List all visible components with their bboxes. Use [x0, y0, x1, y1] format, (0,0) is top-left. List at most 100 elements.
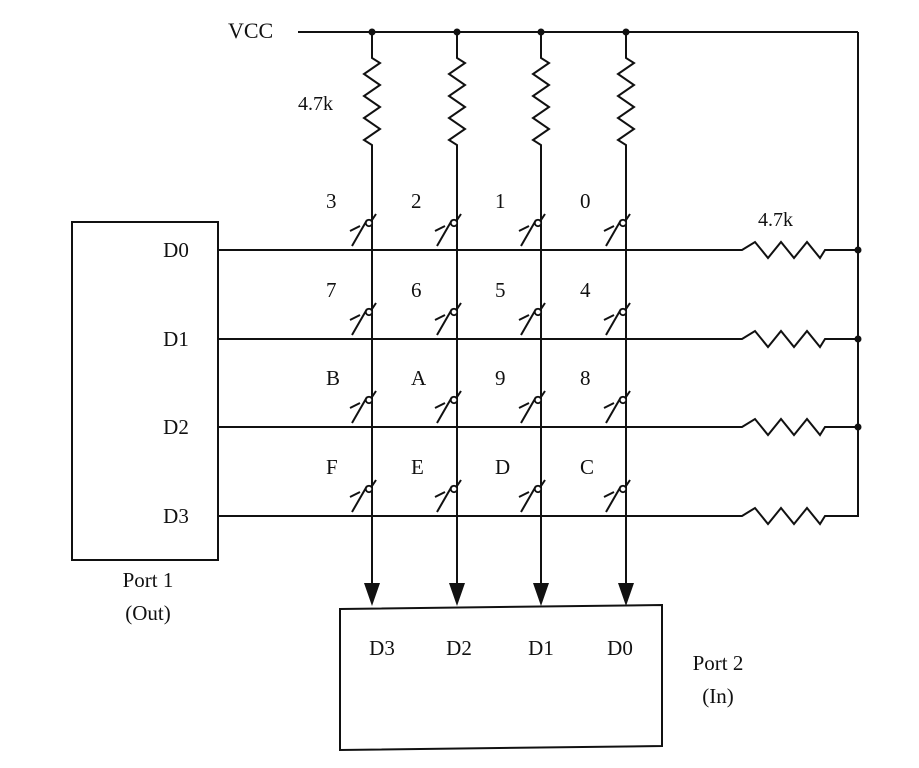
key-switch: 7 [326, 278, 377, 336]
switch-contact [618, 395, 628, 405]
switch-lever [605, 485, 622, 513]
key-label: A [411, 366, 427, 390]
port1-box [71, 221, 219, 561]
switch-tail [456, 390, 462, 398]
port2-title: Port 2 [693, 651, 744, 675]
port2-direction: (In) [702, 684, 733, 708]
key-label: F [326, 455, 338, 479]
column-resistor-value: 4.7k [298, 93, 333, 115]
switch-lever [520, 219, 537, 247]
key-label: B [326, 366, 340, 390]
switch-tail [625, 390, 631, 398]
switch-tail [456, 302, 462, 310]
switch-tail [540, 390, 546, 398]
switch-contact [533, 307, 543, 317]
switch-contact [449, 395, 459, 405]
switch-lever [351, 308, 368, 336]
row-pullup-resistor [735, 417, 858, 437]
switch-tail [456, 213, 462, 221]
switch-lever [436, 308, 453, 336]
key-label: 2 [411, 189, 422, 213]
key-label: D [495, 455, 510, 479]
switch-contact [364, 307, 374, 317]
switch-tail [540, 213, 546, 221]
key-switch: E [411, 455, 462, 513]
switch-tail [371, 302, 377, 310]
key-switch-matrix: 3 2 1 0 7 6 5 4B A 9 8F E D C [326, 189, 631, 513]
switch-tail [540, 302, 546, 310]
row-junction-dot [854, 246, 862, 254]
switch-contact [533, 218, 543, 228]
port1-pin-label: D1 [163, 327, 189, 351]
key-label: 9 [495, 366, 506, 390]
column-pullup-wire [447, 32, 467, 583]
switch-actuator [349, 491, 361, 498]
switch-tail [540, 479, 546, 487]
key-label: 4 [580, 278, 591, 302]
key-switch: F [326, 455, 377, 513]
key-switch: 6 [411, 278, 462, 336]
switch-lever [351, 396, 368, 424]
switch-tail [625, 213, 631, 221]
column-pullup-wire [616, 32, 636, 583]
switch-lever [436, 396, 453, 424]
switch-actuator [518, 314, 530, 321]
switch-tail [371, 479, 377, 487]
vcc-label: VCC [228, 18, 273, 43]
port2-pin-label: D0 [607, 636, 633, 660]
switch-contact [364, 395, 374, 405]
row-pullup-resistor [735, 329, 858, 349]
key-label: 6 [411, 278, 422, 302]
row-pullup-resistor [735, 506, 858, 526]
switch-lever [520, 396, 537, 424]
row-junction-dot [854, 335, 862, 343]
switch-contact [533, 395, 543, 405]
switch-actuator [349, 402, 361, 409]
row-junction-dot [854, 423, 862, 431]
key-switch: B [326, 366, 377, 424]
switch-actuator [518, 225, 530, 232]
column-arrow [449, 583, 465, 606]
switch-actuator [434, 491, 446, 498]
port2-pin-label: D1 [528, 636, 554, 660]
row-resistor-value: 4.7k [758, 209, 793, 231]
switch-actuator [603, 491, 615, 498]
switch-actuator [603, 225, 615, 232]
switch-lever [351, 485, 368, 513]
switch-lever [605, 396, 622, 424]
switch-contact [618, 218, 628, 228]
key-switch: 0 [580, 189, 631, 247]
switch-contact [449, 218, 459, 228]
key-switch: 9 [495, 366, 546, 424]
column-arrow [618, 583, 634, 606]
switch-tail [625, 302, 631, 310]
key-label: 1 [495, 189, 506, 213]
switch-contact [618, 484, 628, 494]
key-switch: C [580, 455, 631, 513]
key-label: 7 [326, 278, 337, 302]
key-switch: 5 [495, 278, 546, 336]
switch-actuator [603, 402, 615, 409]
switch-tail [456, 479, 462, 487]
key-label: 3 [326, 189, 337, 213]
switch-lever [605, 219, 622, 247]
port2-box [339, 603, 663, 752]
column-pullup-wire [362, 32, 382, 583]
switch-contact [449, 307, 459, 317]
switch-actuator [434, 225, 446, 232]
switch-lever [351, 219, 368, 247]
port1-direction: (Out) [125, 601, 171, 625]
switch-actuator [434, 314, 446, 321]
key-switch: 3 [326, 189, 377, 247]
switch-contact [364, 218, 374, 228]
key-label: 5 [495, 278, 506, 302]
key-switch: 2 [411, 189, 462, 247]
key-switch: 4 [580, 278, 631, 336]
key-label: E [411, 455, 424, 479]
key-label: 8 [580, 366, 591, 390]
port1-pin-label: D0 [163, 238, 189, 262]
